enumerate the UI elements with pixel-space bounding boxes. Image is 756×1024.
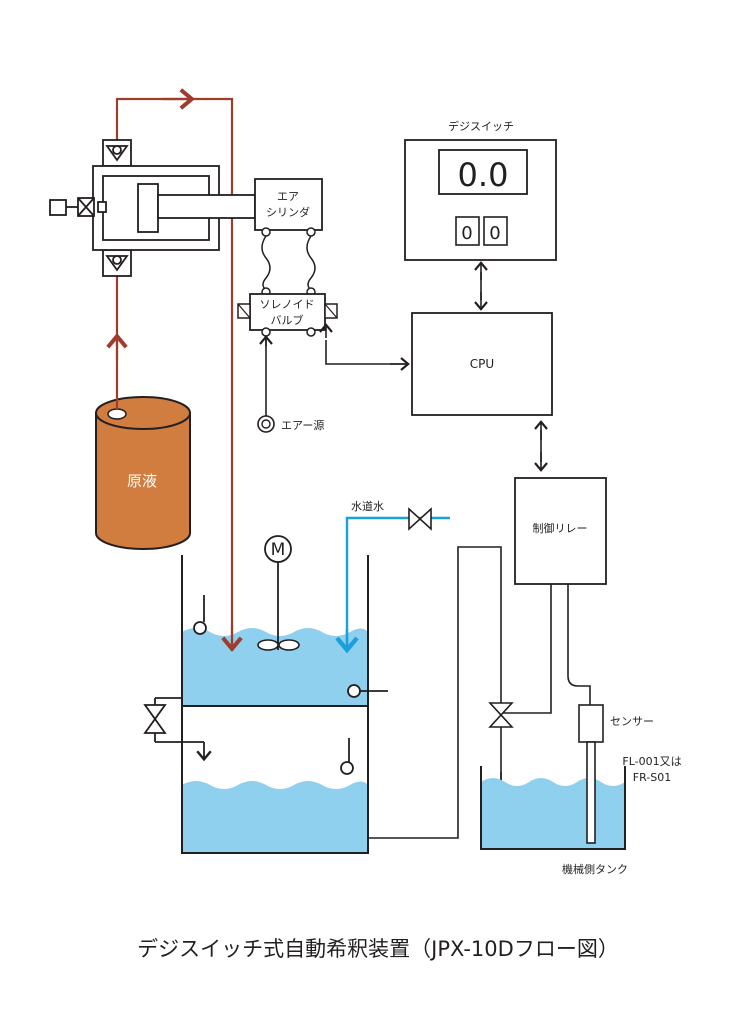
tap-water-label: 水道水 bbox=[351, 499, 384, 513]
solenoid-cpu-line bbox=[319, 323, 410, 371]
machine-tank-label: 機械側タンク bbox=[562, 862, 628, 876]
control-relay-label: 制御リレー bbox=[533, 521, 588, 535]
control-relay: 制御リレー bbox=[514, 477, 607, 585]
stock-drum: 原液 bbox=[95, 396, 191, 550]
relay-wiring bbox=[501, 584, 591, 714]
sensor-label: センサー bbox=[610, 715, 654, 728]
air-cylinder: エア シリンダ bbox=[254, 178, 323, 237]
air-hoses bbox=[261, 235, 316, 291]
air-cylinder-line2: シリンダ bbox=[266, 205, 310, 219]
machine-tank: 機械側タンク bbox=[480, 766, 628, 876]
float-switch-upper bbox=[193, 595, 207, 635]
diagram-caption: デジスイッチ式自動希釈装置（JPX-10Dフロー図） bbox=[137, 937, 619, 961]
lower-water bbox=[182, 781, 368, 853]
mixing-tank-lower bbox=[181, 706, 369, 854]
motor-symbol: M bbox=[271, 540, 286, 560]
stock-pipe bbox=[106, 88, 243, 652]
solenoid-line1: ソレノイド bbox=[260, 298, 315, 311]
upper-water bbox=[182, 628, 368, 706]
air-source: エアー源 bbox=[257, 335, 324, 433]
air-source-label: エアー源 bbox=[281, 418, 324, 432]
sensor-model-line1: FL-001又は bbox=[622, 755, 681, 768]
relay-valve bbox=[488, 702, 514, 728]
digiswitch-display: 0.0 bbox=[458, 156, 509, 194]
tap-water-valve bbox=[408, 507, 432, 531]
float-switch-lower bbox=[340, 738, 354, 775]
transfer-valve bbox=[143, 697, 212, 762]
cpu-label: CPU bbox=[470, 357, 494, 371]
sensor-model-line2: FR-S01 bbox=[633, 771, 671, 784]
float-switch-side bbox=[347, 684, 388, 698]
digiswitch-title: デジスイッチ bbox=[448, 119, 514, 133]
pump bbox=[49, 139, 256, 277]
air-cylinder-line1: エア bbox=[277, 190, 299, 203]
sensor: センサー FL-001又は FR-S01 bbox=[578, 704, 682, 844]
digiswitch-digit-2: 0 bbox=[489, 223, 500, 244]
cpu: CPU bbox=[411, 312, 553, 416]
motor-agitator: M bbox=[257, 535, 300, 651]
digiswitch-digit-1: 0 bbox=[461, 223, 472, 244]
solenoid-line2: バルブ bbox=[271, 313, 304, 327]
stock-solution-label: 原液 bbox=[127, 472, 157, 490]
tap-water-pipe bbox=[335, 516, 450, 654]
mixing-tank-upper bbox=[181, 555, 369, 707]
solenoid-valve: ソレノイド バルブ bbox=[237, 287, 338, 337]
digiswitch: デジスイッチ 0.0 0 0 bbox=[404, 119, 557, 261]
